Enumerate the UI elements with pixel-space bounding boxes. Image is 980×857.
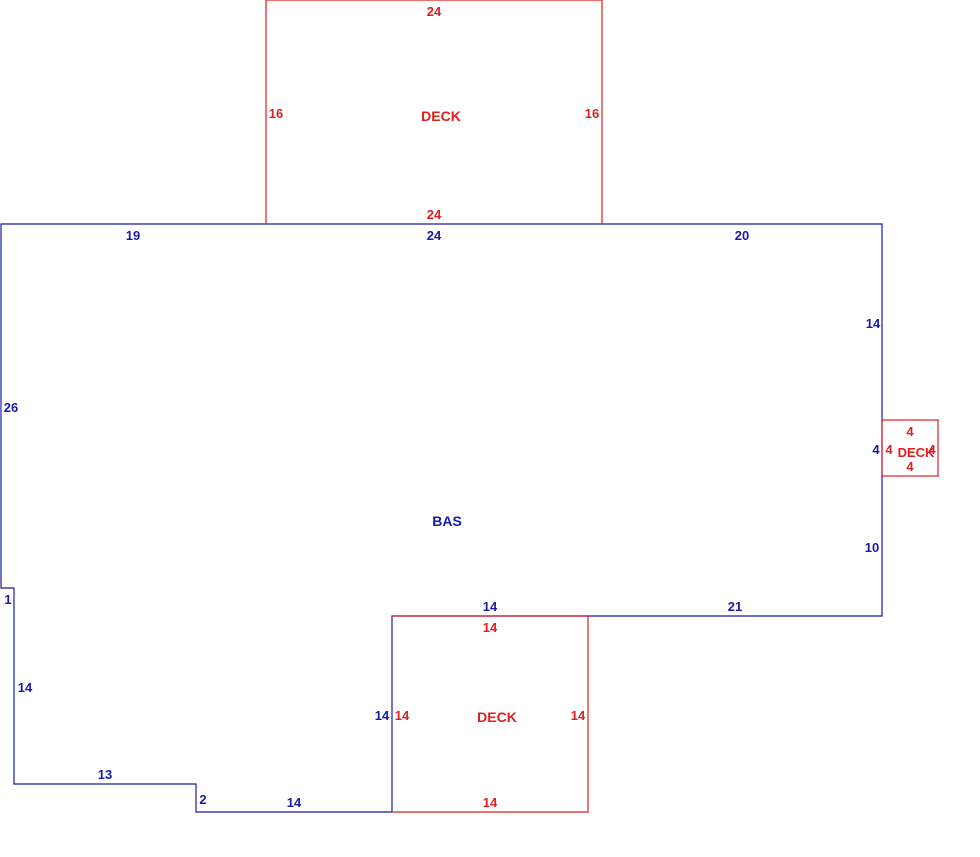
bas-dim-right-notch: 4 — [872, 442, 880, 457]
deck-bottom-dim-top: 14 — [483, 620, 498, 635]
deck-bottom-label: DECK — [477, 709, 517, 725]
deck-top-dim-left: 16 — [269, 106, 283, 121]
bas-dim-right-lower: 10 — [865, 540, 879, 555]
deck-right-dim-bottom: 4 — [906, 459, 914, 474]
deck-bottom-dim-right: 14 — [571, 708, 586, 723]
bas-dim-left: 26 — [4, 400, 18, 415]
deck-bottom-dim-left: 14 — [395, 708, 410, 723]
bas-dim-step-short: 2 — [199, 792, 206, 807]
bas-dim-bottom-left: 14 — [287, 795, 302, 810]
deck-top-outline — [265, 0, 603, 224]
bas-outline — [0, 223, 883, 813]
bas-dim-left-step: 1 — [4, 592, 11, 607]
deck-top-dim-top: 24 — [427, 4, 442, 19]
deck-right-dim-left: 4 — [885, 442, 893, 457]
deck-top-dim-bottom: 24 — [427, 207, 442, 222]
bas-dim-step-long: 13 — [98, 767, 112, 782]
deck-right-dim-top: 4 — [906, 424, 914, 439]
deck-right-label: DECK — [898, 445, 935, 460]
bas-dim-bottom-mid: 14 — [483, 599, 498, 614]
bas-dim-top-mid: 24 — [427, 228, 442, 243]
deck-bottom-outline — [392, 615, 589, 813]
deck-right-outline — [881, 419, 939, 477]
deck-bottom-dim-bottom: 14 — [483, 795, 498, 810]
bas-dim-right-upper: 14 — [866, 316, 881, 331]
deck-top-dim-right: 16 — [585, 106, 599, 121]
bas-dim-left-lower: 14 — [18, 680, 33, 695]
bas-dim-bottom-right: 21 — [728, 599, 742, 614]
deck-right-dim-right: 4 — [928, 442, 936, 457]
deck-top-label: DECK — [421, 108, 461, 124]
bas-dim-inner-vertical: 14 — [375, 708, 390, 723]
bas-dim-top-left: 19 — [126, 228, 140, 243]
bas-area-label: BAS — [432, 513, 462, 529]
bas-dim-top-right: 20 — [735, 228, 749, 243]
